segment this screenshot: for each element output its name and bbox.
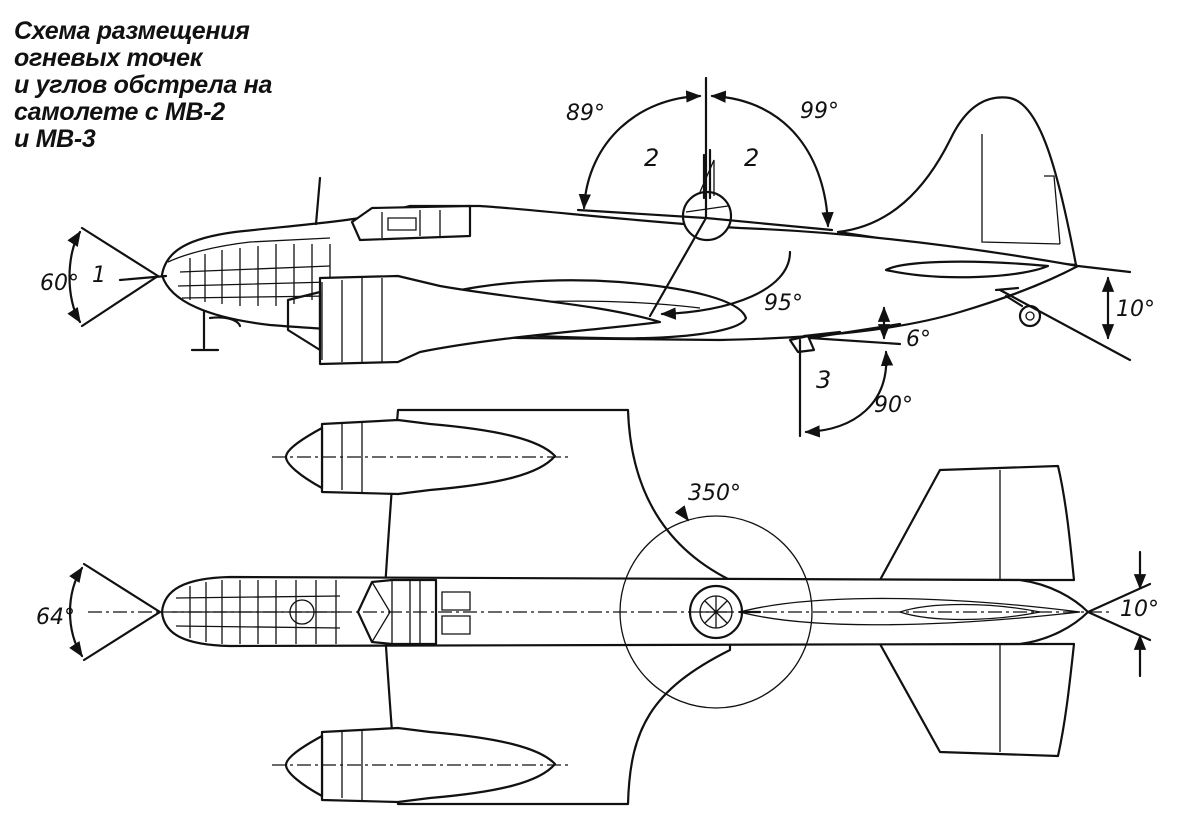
top-view — [68, 408, 1152, 806]
side-view — [67, 76, 1132, 438]
title-line-1: Схема размещения — [14, 17, 250, 45]
side-stabilizer — [884, 260, 1050, 279]
side-position-ventral: 3 — [816, 366, 831, 394]
side-angle-tail: 10° — [1116, 297, 1155, 322]
side-cockpit-canopy — [350, 204, 472, 242]
side-angle-ventral-up: 6° — [906, 327, 931, 352]
side-tail-fin — [836, 96, 1078, 267]
side-position-dorsal-rear: 2 — [744, 144, 759, 172]
side-rudder — [981, 134, 1061, 245]
top-engine-right — [284, 726, 557, 804]
side-angle-upper-front: 89° — [566, 101, 605, 126]
side-angle-upper-rear: 99° — [800, 99, 839, 124]
top-tail-plane — [878, 464, 1076, 582]
title-line-4: самолете с МВ-2 — [14, 98, 225, 126]
top-turret-firing-circle — [619, 515, 813, 709]
top-angle-nose: 64° — [36, 605, 75, 630]
side-angle-ventral-down: 90° — [874, 393, 913, 418]
top-engine-left — [284, 418, 557, 496]
title-line-5: и МВ-3 — [14, 125, 96, 153]
side-angle-dorsal-down: 95° — [764, 291, 803, 316]
side-position-nose: 1 — [92, 263, 106, 288]
side-engine-nacelle — [318, 274, 662, 366]
diagram-title: Схема размещения огневых точек и углов о… — [14, 18, 314, 153]
title-line-2: огневых точек — [14, 44, 203, 72]
side-angle-nose: 60° — [40, 271, 79, 296]
top-angle-tail: 10° — [1120, 597, 1159, 622]
side-position-dorsal-front: 2 — [644, 144, 659, 172]
title-line-3: и углов обстрела на — [14, 71, 273, 99]
side-main-gear — [190, 310, 220, 352]
top-angle-turret: 350° — [688, 481, 741, 506]
